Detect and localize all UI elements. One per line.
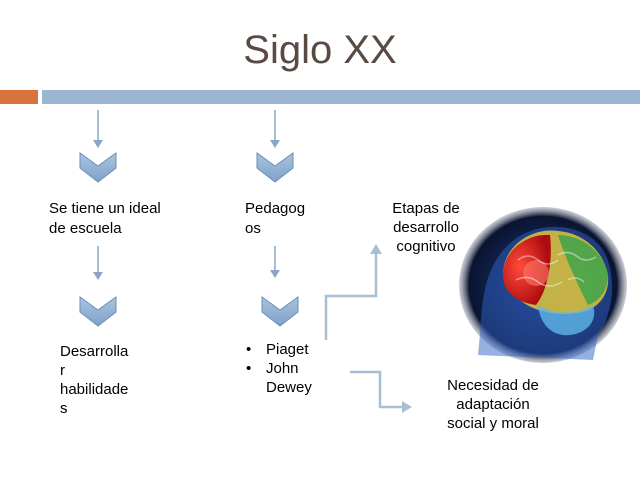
column1-heading-line: de escuela (49, 220, 122, 237)
list-item-continuation: Dewey (246, 378, 312, 397)
column1-item-line: s (60, 400, 68, 417)
column1-item: Desarrolla r habilidade s (60, 342, 128, 418)
column1-heading-line: Se tiene un ideal (49, 200, 161, 217)
column1-item-line: habilidade (60, 381, 129, 398)
branch-top-line: Etapas de (392, 200, 460, 217)
chevron-down-icon (256, 152, 294, 183)
down-arrow-icon (270, 110, 280, 148)
branch-arrow-up-icon (324, 244, 382, 340)
down-arrow-icon (93, 110, 103, 148)
branch-bottom-line: Necesidad de (447, 377, 539, 394)
slide-title: Siglo XX (243, 28, 397, 72)
chevron-down-icon (261, 296, 299, 327)
down-arrow-icon (270, 246, 280, 278)
branch-arrow-right-icon (350, 370, 412, 413)
branch-bottom-line: adaptación (456, 396, 530, 413)
list-item: Piaget (246, 340, 312, 359)
column1-item-line: r (60, 362, 65, 379)
column2-heading: Pedagog os (245, 199, 305, 239)
branch-top-text: Etapas de desarrollo cognitivo (380, 199, 472, 256)
branch-bottom-text: Necesidad de adaptación social y moral (438, 376, 548, 433)
list-item: John (246, 359, 312, 378)
list-item-text: Dewey (266, 379, 312, 396)
accent-bar-blue (42, 90, 640, 104)
accent-bar-orange (0, 90, 38, 104)
branch-bottom-line: social y moral (447, 415, 539, 432)
column2-heading-line: Pedagog (245, 200, 306, 217)
chevron-down-icon (79, 152, 117, 183)
brain-image (459, 207, 627, 363)
column2-heading-line: os (245, 220, 261, 237)
column1-item-line: Desarrolla (60, 343, 129, 360)
column1-heading: Se tiene un ideal de escuela (49, 199, 161, 239)
branch-top-line: cognitivo (396, 238, 456, 255)
chevron-down-icon (79, 296, 117, 327)
pedagogos-list: Piaget John Dewey (246, 340, 312, 397)
branch-top-line: desarrollo (393, 219, 459, 236)
down-arrow-icon (93, 246, 103, 280)
